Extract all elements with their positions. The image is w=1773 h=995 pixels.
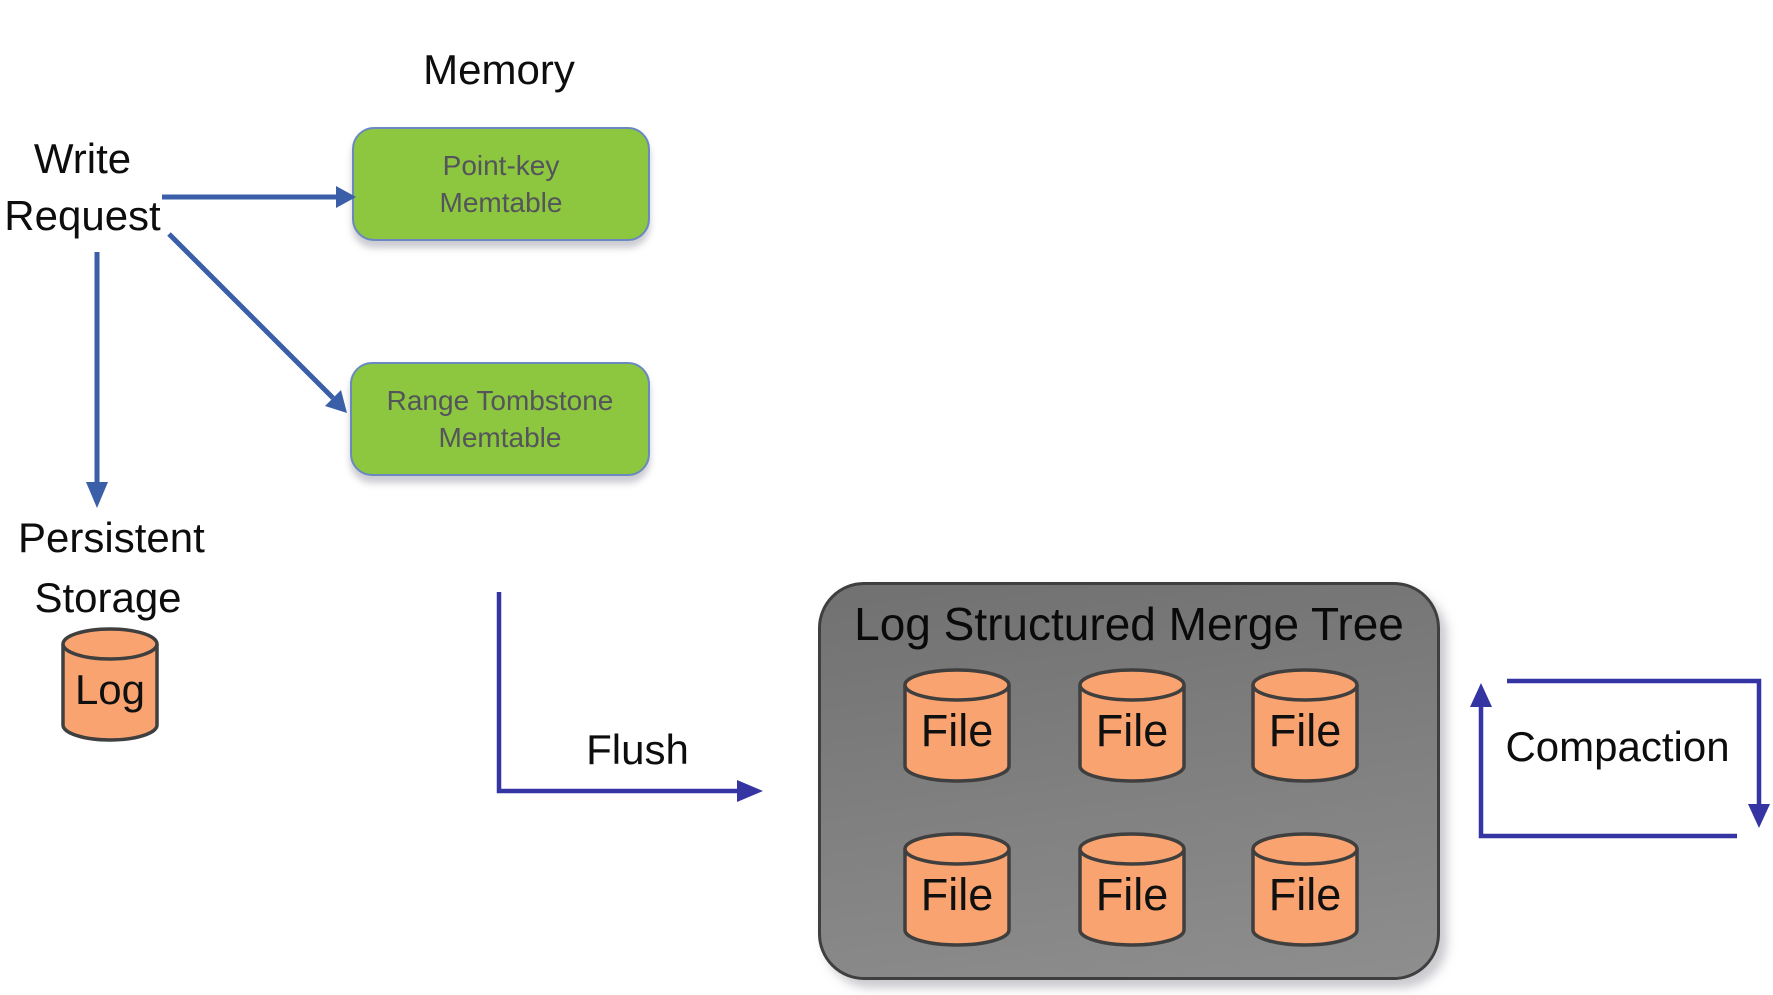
write-to-rangetombstone-arrow: [167, 232, 347, 413]
file-cylinder-2-label: File: [1095, 705, 1169, 756]
range-tombstone-memtable-line2: Memtable: [438, 422, 562, 453]
cylinder-shape: [1078, 832, 1186, 947]
point-key-memtable-line1: Point-key: [442, 150, 560, 181]
write-request-label: Write Request: [0, 130, 165, 244]
log-cylinder: Log: [60, 627, 160, 742]
write-request-line2: Request: [4, 192, 161, 239]
cylinder-shape: [1251, 668, 1359, 783]
file-cylinder-6-label: File: [1268, 869, 1342, 920]
file-cylinder-5-label: File: [1095, 869, 1169, 920]
compaction-out-arrow: [1507, 678, 1770, 828]
file-cylinder-5: File: [1077, 832, 1187, 947]
point-key-memtable-node: Point-key Memtable: [352, 127, 650, 241]
file-cylinder-6: File: [1250, 832, 1360, 947]
persistent-storage-line2: Storage: [34, 574, 182, 621]
persistent-storage-line1: Persistent: [18, 514, 205, 561]
compaction-return-arrow: [1470, 683, 1737, 839]
file-cylinder-1: File: [902, 668, 1012, 783]
file-cylinder-3: File: [1250, 668, 1360, 783]
lsm-tree-title: Log Structured Merge Tree: [854, 598, 1404, 650]
persistent-storage-label: Persistent Storage: [18, 508, 205, 628]
file-cylinder-4: File: [902, 832, 1012, 947]
file-cylinder-2: File: [1077, 668, 1187, 783]
cylinder-shape: [903, 832, 1011, 947]
file-cylinder-1-label: File: [920, 705, 994, 756]
write-to-storage-arrow: [86, 252, 108, 508]
cylinder-shape: [1251, 832, 1359, 947]
flush-arrow: [496, 592, 763, 802]
file-cylinder-4-label: File: [920, 869, 994, 920]
log-cylinder-label: Log: [74, 666, 146, 713]
memory-label: Memory: [423, 46, 575, 93]
write-request-line1: Write: [33, 135, 132, 182]
flush-label: Flush: [586, 726, 689, 773]
range-tombstone-memtable-node: Range Tombstone Memtable: [350, 362, 650, 476]
cylinder-shape: [1078, 668, 1186, 783]
cylinder-shape: [61, 627, 159, 742]
range-tombstone-memtable-line1: Range Tombstone: [386, 385, 614, 416]
file-cylinder-3-label: File: [1268, 705, 1342, 756]
compaction-label: Compaction: [1505, 723, 1730, 770]
write-to-pointkey-arrow: [162, 186, 356, 208]
point-key-memtable-line2: Memtable: [439, 187, 563, 218]
cylinder-shape: [903, 668, 1011, 783]
